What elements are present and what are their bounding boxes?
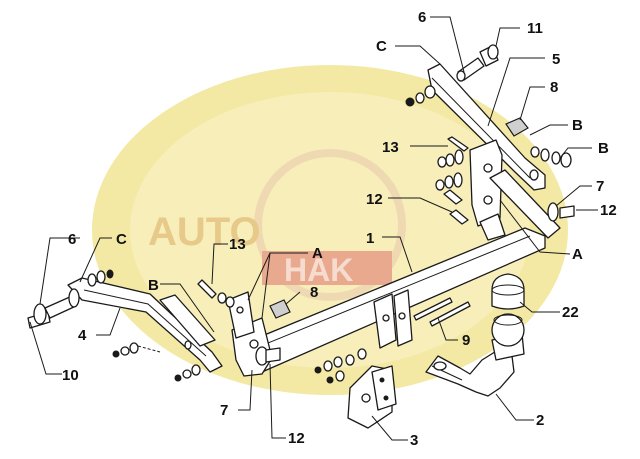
callout-c-left: C [116, 231, 127, 248]
callout-1: 1 [366, 230, 374, 247]
callout-3: 3 [410, 432, 418, 449]
callout-9: 9 [462, 332, 470, 349]
sleeve-6-left [27, 288, 80, 329]
leader-lines [29, 16, 598, 441]
washer-7-right [547, 202, 559, 222]
callout-a-right: A [572, 246, 583, 263]
callout-5: 5 [552, 51, 560, 68]
right-washer-stack-left [435, 149, 464, 191]
left-bracket-arm [67, 269, 223, 382]
right-washer-stack-right [529, 146, 572, 181]
callout-22: 22 [562, 304, 579, 321]
callout-b-right-bottom: B [598, 140, 609, 157]
bolt-13-right [447, 136, 469, 152]
bolt-12-mid-b [449, 209, 469, 225]
bolt-9-a [413, 297, 453, 321]
watermark-hak-band [262, 251, 392, 285]
ball-cap [491, 273, 525, 310]
callout-12-bottom: 12 [288, 430, 305, 447]
callout-7-right: 7 [596, 178, 604, 195]
callout-labels: 6 11 C 5 8 B 13 B 7 12 12 1 6 C 13 A A B… [62, 9, 617, 449]
callout-6-top: 6 [418, 9, 426, 26]
right-side-bracket-arm [405, 63, 575, 241]
bolt-13-left [197, 279, 235, 308]
callout-6-left: 6 [68, 231, 76, 248]
centre-brackets [314, 289, 471, 384]
bolt-12-mid [443, 189, 463, 205]
callout-4: 4 [78, 327, 87, 344]
watermark-hak-text: HAK [284, 252, 353, 288]
callout-2: 2 [536, 412, 544, 429]
nut-top-left [405, 97, 415, 107]
callout-8-top: 8 [550, 79, 558, 96]
callout-8-mid: 8 [310, 284, 318, 301]
clip-8-right [505, 117, 529, 137]
callout-11: 11 [527, 20, 543, 37]
watermark-ring [254, 149, 406, 301]
bolt-9-b [429, 301, 471, 327]
callout-13-top: 13 [382, 139, 399, 156]
tow-ball-neck [425, 313, 525, 397]
callout-13-left: 13 [229, 236, 246, 253]
watermark-auto-text: AUTO [148, 210, 261, 254]
callout-b-right-top: B [572, 117, 583, 134]
callout-12-mid: 12 [366, 191, 383, 208]
callout-10: 10 [62, 367, 79, 384]
sleeve-6-top [456, 44, 499, 82]
callout-7-bottom: 7 [220, 402, 228, 419]
bolt-12-bottom [265, 347, 281, 363]
callout-c-top: C [376, 38, 387, 55]
callout-12-right: 12 [600, 202, 617, 219]
callout-a-left: A [312, 245, 323, 262]
clip-8-left [269, 299, 291, 319]
socket-plate [347, 365, 397, 429]
callout-b-left: B [148, 277, 159, 294]
bolt-12-right [559, 205, 575, 219]
